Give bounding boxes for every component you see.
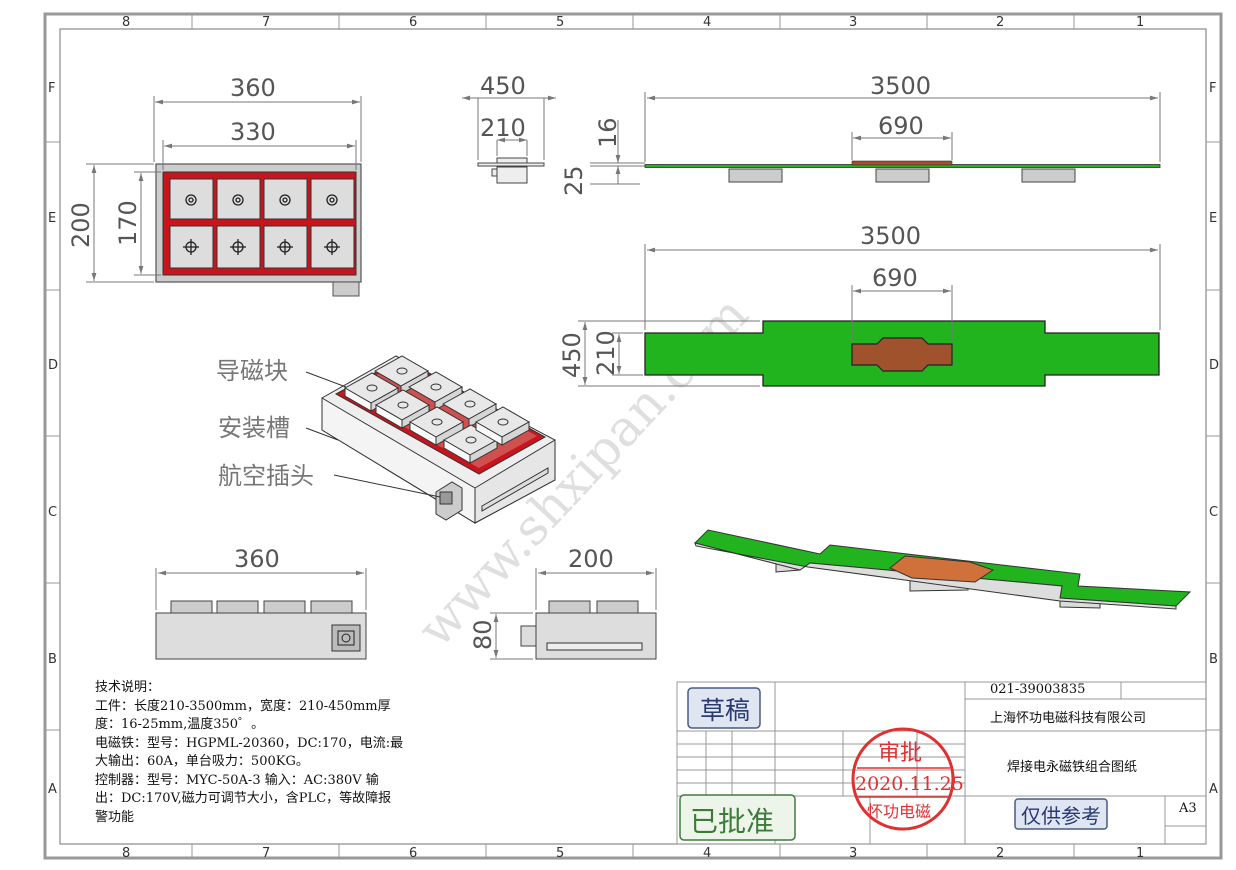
grid-row-label: B <box>48 652 57 667</box>
dim-top-height-outer: 200 <box>67 202 95 248</box>
grid-row-label: E <box>1209 211 1217 226</box>
grid-column-label: 2 <box>996 846 1004 861</box>
top-view: 360 330 200 170 <box>67 74 362 297</box>
callout-plug: 航空插头 <box>218 462 314 490</box>
grid-column-label: 4 <box>703 15 711 30</box>
grid-column-label: 7 <box>262 846 270 861</box>
technical-notes: 技术说明： 工件：长度210-3500mm，宽度：210-450mm厚 度：16… <box>95 679 450 827</box>
ref-only-stamp: 仅供参考 <box>1021 804 1101 828</box>
dim-side-width-inner: 210 <box>480 114 526 142</box>
grid-row-labels: F F E E D D C C B B A A <box>48 81 1219 797</box>
grid-row-label: C <box>1209 505 1218 520</box>
grid-row-label: F <box>48 81 55 96</box>
ref-only-box <box>1014 798 1108 830</box>
grid-column-label: 8 <box>122 846 130 861</box>
dim-plan-mid: 690 <box>872 264 918 292</box>
tech-line: 出：DC:170V,磁力可调节大小，含PLC，等故障报 <box>95 791 392 806</box>
dim-plan-w-inner: 210 <box>592 330 620 376</box>
grid-row-label: C <box>48 505 57 520</box>
grid-column-label: 1 <box>1136 846 1144 861</box>
seal-date: 2020.11.25 <box>855 773 964 795</box>
grid-column-label: 6 <box>409 846 417 861</box>
drawing-title: 焊接电永磁铁组合图纸 <box>1007 759 1137 775</box>
tech-line: 工件：长度210-3500mm，宽度：210-450mm厚 <box>95 698 391 714</box>
grid-column-label: 7 <box>262 15 270 30</box>
seal-bottom: 怀功电磁 <box>867 802 931 821</box>
dim-plan-w-outer: 450 <box>558 332 586 378</box>
grid-column-label: 5 <box>556 15 564 30</box>
plan-view: 3500 690 450 210 <box>558 222 1161 387</box>
dim-long-len: 3500 <box>870 72 931 100</box>
grid-column-label: 3 <box>849 846 857 861</box>
grid-column-label: 5 <box>556 846 564 861</box>
tech-line: 控制器：型号：MYC-50A-3 输入：AC:380V 输 <box>95 772 379 788</box>
isometric-magnet <box>305 355 556 524</box>
grid-column-label: 6 <box>409 15 417 30</box>
tech-line: 度：16-25mm,温度350゜。 <box>95 717 265 732</box>
grid-column-label: 4 <box>703 846 711 861</box>
isometric-plate <box>694 529 1192 610</box>
dim-top-width-outer: 360 <box>230 74 276 102</box>
grid-row-label: B <box>1209 652 1218 667</box>
sheet-size: A3 <box>1178 801 1197 816</box>
company-name: 上海怀功电磁科技有限公司 <box>990 711 1146 726</box>
dim-side-h1: 16 <box>594 117 622 148</box>
tech-line: 技术说明： <box>95 680 161 695</box>
side-view-small: 450 210 16 25 <box>462 72 645 196</box>
title-block <box>676 681 1207 845</box>
callout-slot: 安装槽 <box>218 414 290 442</box>
approval-seal: 审批 2020.11.25 怀功电磁 <box>851 727 964 831</box>
dim-front-width: 360 <box>234 545 280 573</box>
grid-column-label: 8 <box>122 15 130 30</box>
stamp-approved-box <box>679 794 796 841</box>
grid-row-label: F <box>1209 81 1216 96</box>
stamp-draft: 草稿 <box>700 696 750 725</box>
long-side-view: 3500 690 <box>644 72 1161 183</box>
stamp-draft-box <box>687 687 761 729</box>
dim-top-width-inner: 330 <box>230 118 276 146</box>
dim-side-h2: 25 <box>560 165 588 196</box>
grid-column-label: 2 <box>996 15 1004 30</box>
dim-side-width-outer: 450 <box>480 72 526 100</box>
dim-plan-len: 3500 <box>860 222 921 250</box>
tech-line: 大输出：60A，单台吸力：500KG。 <box>95 754 309 769</box>
dim-top-height-inner: 170 <box>114 200 142 246</box>
grid-row-label: A <box>48 782 57 797</box>
grid-row-label: D <box>48 358 58 373</box>
stamp-approved: 已批准 <box>690 805 774 838</box>
grid-row-label: E <box>48 211 56 226</box>
grid-row-label: A <box>1209 782 1218 797</box>
end-view: 200 80 <box>469 545 657 660</box>
front-view: 360 <box>155 545 367 660</box>
dim-end-width: 200 <box>568 545 614 573</box>
dim-long-mid: 690 <box>878 112 924 140</box>
callout-pole: 导磁块 <box>216 357 288 385</box>
seal-top: 审批 <box>878 741 922 766</box>
phone-number: 021-39003835 <box>990 682 1085 697</box>
grid-column-label: 3 <box>849 15 857 30</box>
dim-end-height: 80 <box>469 619 497 650</box>
tech-line: 电磁铁：型号：HGPML-20360，DC:170，电流:最 <box>95 735 404 751</box>
tech-line: 警功能 <box>95 809 135 825</box>
grid-column-label: 1 <box>1136 15 1144 30</box>
grid-row-label: D <box>1209 358 1219 373</box>
